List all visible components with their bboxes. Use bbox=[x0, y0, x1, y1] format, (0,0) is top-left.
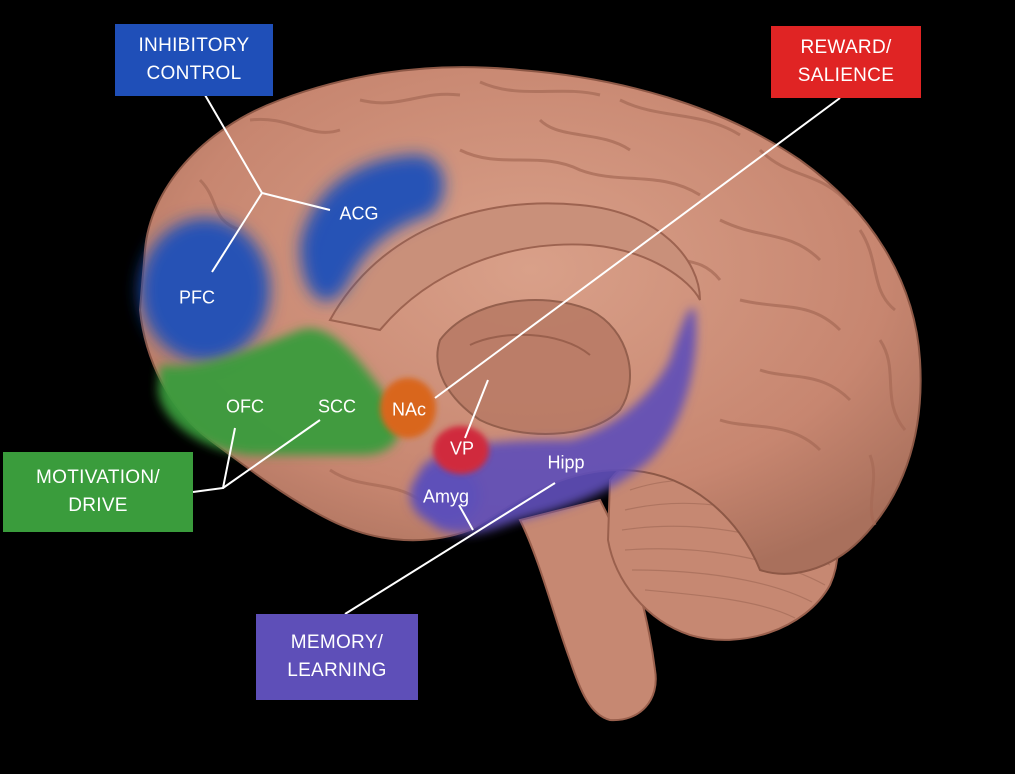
reward-salience-label: REWARD/ SALIENCE bbox=[771, 26, 921, 98]
memory-line1: MEMORY/ bbox=[290, 632, 384, 653]
motivation-line1: MOTIVATION/ bbox=[36, 467, 160, 488]
region-ofc: OFC bbox=[226, 396, 264, 417]
motivation-regions bbox=[158, 328, 399, 455]
inhibitory-line1: INHIBITORY bbox=[138, 35, 250, 56]
region-nac: NAc bbox=[391, 399, 427, 420]
corpus-callosum bbox=[328, 202, 701, 332]
region-acg: ACG bbox=[339, 203, 379, 224]
motivation-line2: DRIVE bbox=[68, 495, 128, 516]
inhibitory-line2: CONTROL bbox=[146, 63, 242, 84]
connector-lines bbox=[192, 94, 841, 615]
region-hipp: Hipp bbox=[547, 452, 585, 473]
reward-line2: SALIENCE bbox=[797, 65, 895, 86]
inhibitory-regions bbox=[140, 155, 444, 362]
motivation-drive-label: MOTIVATION/ DRIVE bbox=[3, 452, 193, 532]
region-pfc: PFC bbox=[179, 287, 215, 308]
thalamus bbox=[436, 299, 631, 435]
inhibitory-control-label: INHIBITORY CONTROL bbox=[115, 24, 273, 96]
memory-line2: LEARNING bbox=[287, 660, 387, 681]
reward-regions bbox=[380, 378, 489, 474]
region-vp: VP bbox=[449, 438, 475, 459]
reward-line1: REWARD/ bbox=[800, 37, 892, 58]
region-scc: SCC bbox=[317, 396, 357, 417]
region-amyg: Amyg bbox=[422, 486, 470, 507]
memory-learning-label: MEMORY/ LEARNING bbox=[256, 614, 418, 700]
